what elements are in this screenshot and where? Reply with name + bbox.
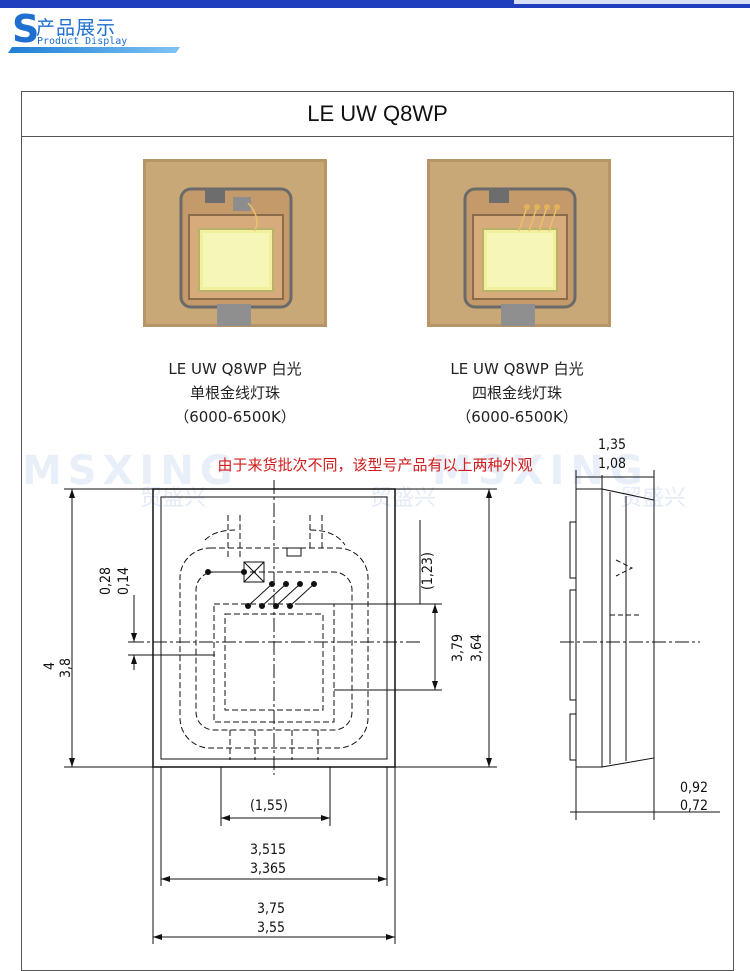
dim-width-outer-max: 3,75 [257,901,285,917]
dim-side-thickness-max: 1,35 [598,437,626,453]
dim-width-outer-min: 3,55 [257,920,285,936]
dim-width-inner-min: 3,365 [250,861,286,877]
appearance-note: 由于来货批次不同，该型号产品有以上两种外观 [217,456,533,474]
dim-pad-ref: (1,55) [250,798,288,814]
header-letter: S [12,7,40,51]
caption-line1: LE UW Q8WP 白光 [168,360,302,378]
caption-line3: （6000-6500K） [174,408,296,426]
caption-line1: LE UW Q8WP 白光 [450,360,584,378]
dim-side-thickness-min: 1,08 [598,456,626,472]
watermark-brand-cn: 贸盛兴 [620,486,687,511]
header-title-cn: 产品展示 [36,17,117,39]
caption-line3: （6000-6500K） [456,408,578,426]
product-title: LE UW Q8WP [22,92,733,137]
led-photo-single-wire [143,159,327,327]
caption-line2: 四根金线灯珠 [471,384,562,402]
caption-single-wire: LE UW Q8WP 白光 单根金线灯珠 （6000-6500K） [115,357,355,429]
caption-line2: 单根金线灯珠 [189,384,280,402]
dim-side-base-max: 0,92 [680,780,708,796]
dim-width-inner-max: 3,515 [250,842,286,858]
watermark-brand: MSXING [432,448,649,494]
dim-offset-max: 0,28 [98,567,114,595]
dim-height-max: 4 [42,662,58,670]
watermark-brand-cn: 贸盛兴 [370,486,437,511]
dim-inner-ref: (1,23) [420,552,436,590]
caption-four-wire: LE UW Q8WP 白光 四根金线灯珠 （6000-6500K） [397,357,637,429]
dim-offset-min: 0,14 [116,567,132,595]
dim-height-min: 3,8 [58,658,74,678]
watermark-brand-cn: 贸盛兴 [140,486,207,511]
dim-side-base-min: 0,72 [680,798,708,814]
top-right-accent [514,0,750,4]
dim-inner-height-min: 3,64 [469,634,485,662]
header-title-en: Product Display [37,36,128,47]
dim-inner-height-max: 3,79 [450,634,466,662]
watermark-brand: MSXING [22,448,239,494]
top-accent-bar [0,0,750,8]
led-photo-four-wire [427,159,611,327]
